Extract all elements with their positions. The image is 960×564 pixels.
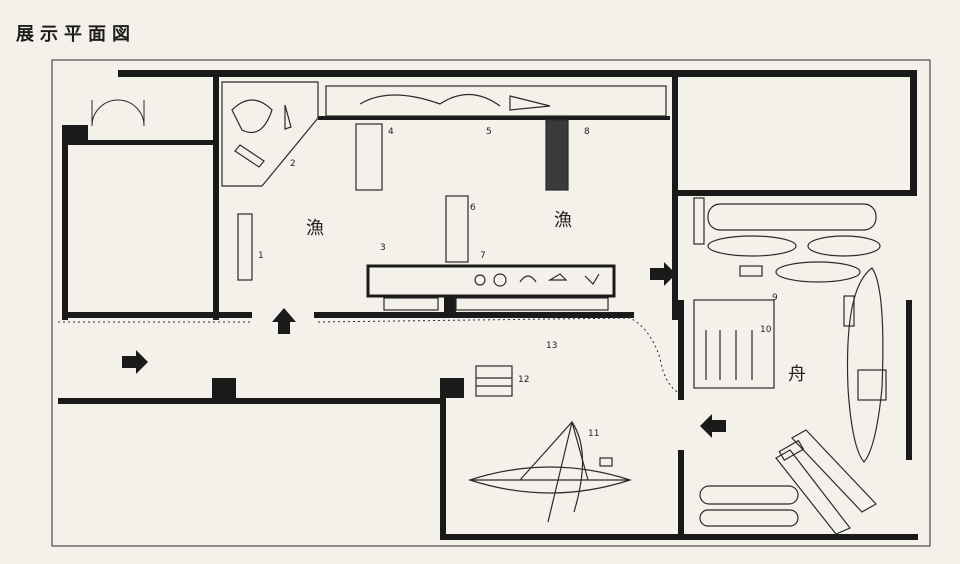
case-8 bbox=[545, 119, 569, 191]
exhibit-number-1: 1 bbox=[258, 251, 264, 261]
room-label-boat: 舟 bbox=[788, 364, 806, 385]
wall-left-room-bottom bbox=[62, 312, 252, 318]
wall-pillar-mid bbox=[444, 296, 456, 314]
room-label-fishing-2: 漁 bbox=[554, 210, 572, 231]
wall-top-right bbox=[672, 70, 917, 77]
wall-boat-left bbox=[678, 300, 684, 400]
arrows bbox=[122, 262, 726, 438]
door-swing-right bbox=[117, 99, 145, 127]
exhibit-number-13: 13 bbox=[546, 341, 557, 351]
room-label-fishing-1: 漁 bbox=[306, 218, 324, 239]
exhibit-number-9: 9 bbox=[772, 293, 778, 303]
exhibit-number-11: 11 bbox=[588, 429, 599, 439]
case-6 bbox=[445, 195, 469, 263]
wall-left-room-right bbox=[213, 70, 219, 320]
wall-room11-left bbox=[440, 398, 446, 540]
long-boat bbox=[846, 267, 884, 463]
arrow-up-icon bbox=[272, 308, 296, 334]
wall-top-right-room-bottom bbox=[672, 190, 912, 196]
wall-far-right-top bbox=[910, 70, 917, 196]
boat-shape-1 bbox=[707, 203, 877, 231]
arrow-left-icon bbox=[700, 414, 726, 438]
exhibit-number-2: 2 bbox=[290, 159, 296, 169]
wall-left-room-top bbox=[62, 140, 218, 145]
display-case-7 bbox=[366, 264, 616, 298]
diagonal-case-2 bbox=[221, 81, 319, 187]
exhibit-number-10: 10 bbox=[760, 325, 772, 335]
wall-left-room-left bbox=[62, 140, 68, 320]
walls bbox=[58, 70, 918, 540]
sailing-boat-11 bbox=[468, 420, 632, 523]
wall-pillar-room11 bbox=[440, 378, 464, 398]
wall-corridor-bottom bbox=[58, 398, 442, 404]
arrow-right-icon bbox=[122, 350, 148, 374]
page-title: 展示平面図 bbox=[16, 24, 136, 45]
wall-inner-top bbox=[318, 116, 670, 120]
wall-pillar-corridor bbox=[212, 378, 236, 402]
case-1 bbox=[237, 213, 253, 281]
wall-room11-bottom bbox=[440, 534, 678, 540]
door-swing-left bbox=[91, 99, 119, 127]
wall-boat-bottom bbox=[678, 534, 918, 540]
case-10 bbox=[693, 299, 775, 389]
exhibit-number-4: 4 bbox=[388, 127, 394, 137]
boat-exhibits bbox=[693, 197, 887, 535]
exhibit-shapes bbox=[221, 81, 667, 311]
exhibit-number-3: 3 bbox=[380, 243, 386, 253]
exhibit-number-6: 6 bbox=[470, 203, 476, 213]
exhibit-number-12: 12 bbox=[518, 375, 529, 385]
table-12 bbox=[475, 365, 513, 397]
exhibit-number-5: 5 bbox=[486, 127, 492, 137]
wall-hall-bottom bbox=[314, 312, 634, 318]
exhibit-number-7: 7 bbox=[480, 251, 486, 261]
wall-top-left bbox=[118, 70, 218, 77]
outer-boundary bbox=[51, 59, 931, 547]
wall-far-right bbox=[906, 300, 912, 460]
wall-boat-left-lower bbox=[678, 450, 684, 540]
case-4 bbox=[355, 123, 383, 191]
arrow-right-icon-2 bbox=[650, 262, 676, 286]
exhibit-number-8: 8 bbox=[584, 127, 590, 137]
top-case-4-5 bbox=[325, 85, 667, 117]
doors bbox=[91, 99, 145, 127]
dotted-trail-13 bbox=[58, 317, 681, 395]
wall-block-door bbox=[62, 125, 88, 143]
wall-top bbox=[218, 70, 678, 77]
